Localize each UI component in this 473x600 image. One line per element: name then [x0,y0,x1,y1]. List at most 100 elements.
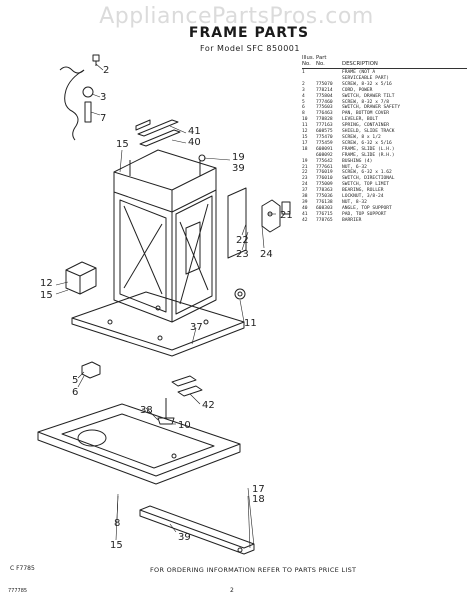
callout-19: 19 [232,152,245,163]
roller-bearing [234,288,246,300]
cell-part: 778363 [316,188,333,194]
cell-illus: 1 [302,70,305,75]
cell-illus: 10 [302,117,308,123]
cell-desc: SWITCH, DRAWER SAFETY [342,105,401,111]
cell-desc: SCREW, 8 x 1/2 [342,134,381,140]
callout-10: 10 [178,420,191,431]
callout-24: 24 [260,249,273,260]
cell-illus: 38 [302,194,308,200]
cell-desc: SCREW, 8-32 x 7/8 [342,99,390,105]
table-row: 6 775603 SWITCH, DRAWER SAFETY [302,105,467,111]
cell-illus: 5 [302,99,305,105]
cell-part: 776463 [316,111,333,117]
cell-desc: SCREW, 6-32 x 5/16 [342,140,392,146]
figure-code: C F7785 [10,565,35,572]
cell-desc: NUT, 8-32 [342,199,367,205]
cell-part: 775642 [316,158,333,164]
cell-desc: SCREW, 8-32 x 5/16 [342,81,392,87]
cell-desc: SWITCH, DRAWER TILT [342,93,395,99]
cell-part: 775603 [316,105,333,111]
site-watermark: AppliancePartsPros.com [99,4,374,29]
callout-15-lower: 15 [110,540,123,551]
cell-part: 776138 [316,199,333,205]
cell-desc: LOCKNUT, 3/8-24 [342,194,384,200]
cell-part: 777661 [316,164,333,170]
table-row: 4 775804 SWITCH, DRAWER TILT [302,94,467,100]
cell-part: 776715 [316,211,333,217]
cell-part: 778214 [316,87,333,93]
callout-6: 6 [72,387,78,398]
cell-desc: FRAME, SLIDE (R.H.) [342,152,395,158]
header-part-no: Part No. [316,55,327,67]
cell-desc: SPRING, CONTAINER [342,123,390,129]
callout-41: 41 [188,126,201,137]
cell-illus: 6 [302,105,305,111]
callout-18: 18 [252,494,265,505]
page-title: FRAME PARTS [188,25,310,41]
cell-illus: 40 [302,205,308,211]
leader-lines [55,63,276,549]
ordering-note: FOR ORDERING INFORMATION REFER TO PARTS … [150,566,357,574]
cell-part: 778765 [316,217,333,223]
switch-bracket [81,361,101,379]
cell-part: 608575 [316,129,333,135]
cell-part: 775036 [316,194,333,200]
table-row: SERVICEABLE PART) [302,76,467,82]
cell-part: 776019 [316,170,333,176]
cell-illus: 8 [302,111,305,117]
cell-desc: BEARING, ROLLER [342,188,384,194]
cell-desc: BARRIER [342,217,362,223]
cell-desc: FRAME (NOT A [342,70,376,75]
cell-part: 776010 [316,176,333,182]
cell-part: 608091 [316,146,333,152]
base-plate [71,291,245,357]
callout-7: 7 [100,113,106,124]
cell-illus: 4 [302,93,305,99]
model-subtitle: For Model SFC 850001 [200,44,300,53]
cell-desc: SWITCH, TOP LIMIT [342,182,390,188]
callout-37: 37 [190,322,203,333]
callout-3: 3 [100,92,106,103]
cell-desc: CORD, POWER [342,87,373,93]
cell-desc: SWITCH, DIRECTIONAL [342,176,395,182]
cell-desc: ANGLE, TOP SUPPORT [342,205,392,211]
cell-illus: 12 [302,129,308,135]
cell-illus: 17 [302,140,308,146]
table-row: 1 FRAME (NOT A [302,70,467,76]
callout-5: 5 [72,375,78,386]
callout-15-mid: 15 [40,290,53,301]
callout-12: 12 [40,278,53,289]
leveler-bolt [157,398,175,425]
cell-illus: 15 [302,134,308,140]
callout-39-lower: 39 [178,532,191,543]
callout-42: 42 [202,400,215,411]
cell-part: 775009 [316,182,333,188]
page-number: 2 [230,587,234,594]
cell-part: 775470 [316,134,333,140]
callout-2: 2 [103,65,109,76]
cell-desc: NUT, 6-32 [342,164,367,170]
slide-track-shield [65,261,97,295]
cell-illus: 41 [302,211,308,217]
header-illus: Illus. No. [302,55,315,67]
cell-illus: 19 [302,158,308,164]
cell-illus: 39 [302,199,308,205]
cell-part: 775804 [316,93,333,99]
barrier-pieces [171,375,203,397]
cell-illus: 24 [302,182,308,188]
table-row: 38 775036 LOCKNUT, 3/8-24 [302,194,467,200]
